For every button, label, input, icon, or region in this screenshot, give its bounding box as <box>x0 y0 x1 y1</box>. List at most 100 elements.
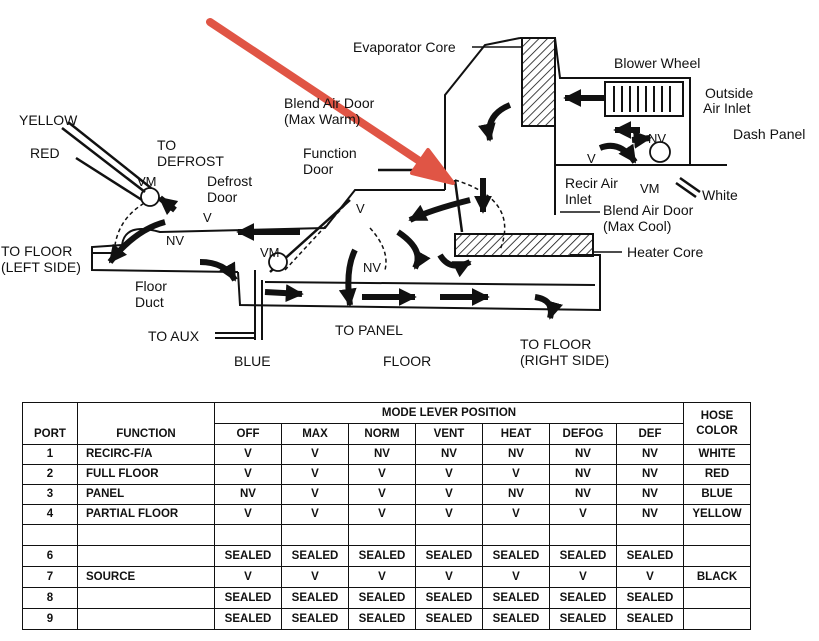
cell-position-value: NV <box>616 504 684 525</box>
cell-position-value: NV <box>482 444 550 465</box>
cell-function: PANEL <box>77 484 215 505</box>
cell-position-value: SEALED <box>549 608 617 630</box>
label-yellow: YELLOW <box>19 112 78 128</box>
cell-position-value: SEALED <box>348 545 416 567</box>
cell-position-value: SEALED <box>482 545 550 567</box>
cell-position-value: V <box>482 566 550 588</box>
cell-position-value: V <box>348 464 416 485</box>
cell-position-value: V <box>415 566 483 588</box>
cell-position-value: V <box>214 566 282 588</box>
label-to-floor-left-2: (LEFT SIDE) <box>1 259 81 275</box>
cell-function <box>77 608 215 630</box>
header-hose-color-line2: COLOR <box>696 424 738 437</box>
cell-position-value: V <box>482 464 550 485</box>
cell-position-value: NV <box>348 444 416 465</box>
cell-position-value: SEALED <box>415 608 483 630</box>
header-position: OFF <box>214 423 282 445</box>
label-dash-panel: Dash Panel <box>733 126 805 142</box>
label-nv-center: NV <box>363 260 381 275</box>
label-vm-left: VM <box>137 174 157 189</box>
cell-position-value: SEALED <box>214 587 282 609</box>
door-paths <box>114 179 506 271</box>
cell-position-value <box>549 524 617 546</box>
cell-hose-color: WHITE <box>683 444 751 465</box>
label-floor-duct-2: Duct <box>135 294 164 310</box>
header-hose-color-line1: HOSE <box>700 409 734 422</box>
label-white: White <box>702 187 738 203</box>
vacuum-port-table: PORT FUNCTION MODE LEVER POSITION HOSE C… <box>22 402 751 630</box>
label-v-right: V <box>587 151 596 166</box>
cell-position-value: V <box>281 484 349 505</box>
cell-position-value: V <box>214 504 282 525</box>
cell-position-value: SEALED <box>549 545 617 567</box>
label-to-floor-right: TO FLOOR <box>520 336 591 352</box>
cell-position-value: V <box>482 504 550 525</box>
header-function: FUNCTION <box>77 402 215 445</box>
cell-position-value: NV <box>482 484 550 505</box>
table-row <box>22 524 751 546</box>
cell-hose-color: RED <box>683 464 751 485</box>
red-pointer-arrow <box>206 18 455 185</box>
header-position: VENT <box>415 423 483 445</box>
label-heater-core: Heater Core <box>627 244 703 260</box>
cell-function <box>77 587 215 609</box>
cell-position-value <box>281 524 349 546</box>
cell-hose-color: BLUE <box>683 484 751 505</box>
cell-position-value: V <box>281 464 349 485</box>
header-position: DEFOG <box>549 423 617 445</box>
cell-position-value: SEALED <box>348 608 416 630</box>
cell-position-value: NV <box>549 444 617 465</box>
cell-position-value: V <box>281 504 349 525</box>
cell-position-value: NV <box>616 464 684 485</box>
label-to-aux: TO AUX <box>148 328 200 344</box>
cell-hose-color <box>683 608 751 630</box>
cell-position-value <box>415 524 483 546</box>
label-vm-center: VM <box>260 245 280 260</box>
cell-position-value: V <box>281 566 349 588</box>
header-position: MAX <box>281 423 349 445</box>
cell-position-value: SEALED <box>616 545 684 567</box>
label-blue: BLUE <box>234 353 271 369</box>
cell-position-value: SEALED <box>549 587 617 609</box>
blower-wheel <box>604 81 684 117</box>
label-recirc-air-inlet: Recir Air <box>565 175 618 191</box>
cell-position-value: V <box>415 484 483 505</box>
cell-position-value: SEALED <box>281 608 349 630</box>
header-hose-color: HOSE COLOR <box>683 402 751 445</box>
cell-function: RECIRC-F/A <box>77 444 215 465</box>
cell-position-value: V <box>214 444 282 465</box>
header-port: PORT <box>22 402 78 445</box>
label-blower-wheel: Blower Wheel <box>614 55 700 71</box>
label-v-center: V <box>356 201 365 216</box>
label-function-door-2: Door <box>303 161 334 177</box>
cell-port <box>22 524 78 546</box>
label-to-floor-right-2: (RIGHT SIDE) <box>520 352 609 368</box>
cell-port: 7 <box>22 566 78 588</box>
label-blend-air-door-max-cool: Blend Air Door <box>603 202 694 218</box>
label-to-defrost: TO <box>157 137 176 153</box>
label-defrost-door-2: Door <box>207 189 238 205</box>
cell-function: FULL FLOOR <box>77 464 215 485</box>
cell-position-value: V <box>415 504 483 525</box>
cell-port: 8 <box>22 587 78 609</box>
label-floor-duct: Floor <box>135 278 167 294</box>
header-mode-lever-position: MODE LEVER POSITION <box>214 402 684 424</box>
cell-position-value: NV <box>616 484 684 505</box>
cell-position-value: V <box>348 484 416 505</box>
cell-position-value: SEALED <box>616 587 684 609</box>
label-to-panel: TO PANEL <box>335 322 403 338</box>
label-blend-air-door-max-warm-2: (Max Warm) <box>284 111 360 127</box>
cell-port: 3 <box>22 484 78 505</box>
header-position: DEF <box>616 423 684 445</box>
cell-function <box>77 545 215 567</box>
label-red: RED <box>30 145 60 161</box>
